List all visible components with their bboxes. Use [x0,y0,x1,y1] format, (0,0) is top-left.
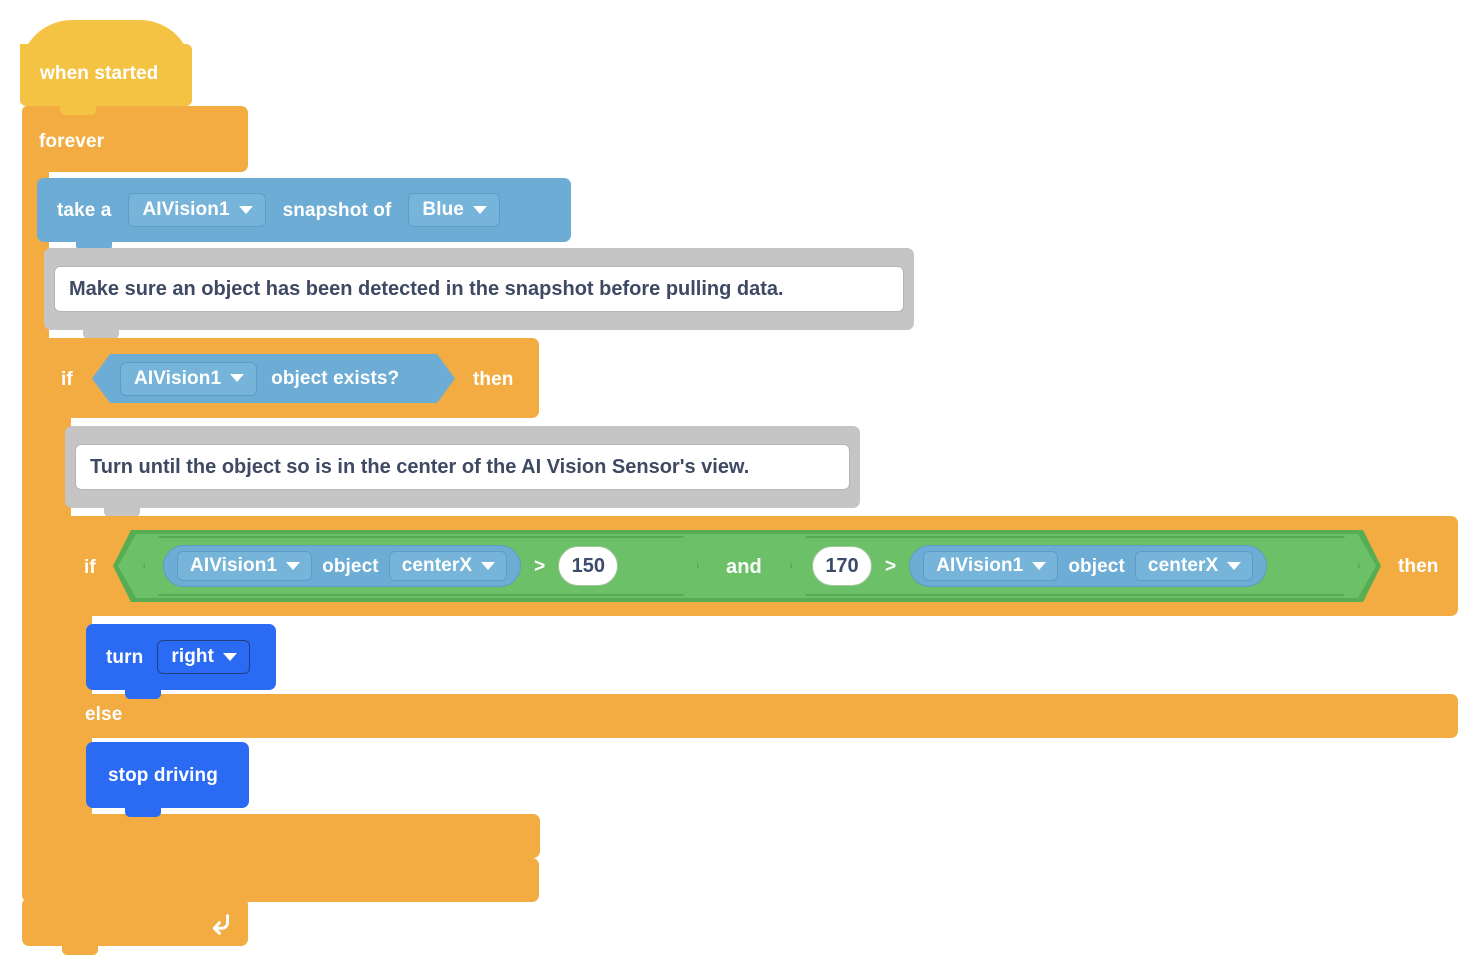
if-center-right-value-input[interactable]: 170 [812,546,872,586]
forever-block-top[interactable] [22,106,248,172]
comment-block-1-textbox[interactable]: Make sure an object has been detected in… [54,266,904,312]
turn-block[interactable]: turn right [86,624,276,690]
if-center-block-bottom-notch [104,856,140,867]
if-center-right-comparator: > [885,555,897,577]
take-snapshot-prefix: take a [57,199,112,221]
if-center-and-label: and [726,556,762,578]
take-snapshot-block[interactable]: take a AIVision1 snapshot of Blue [37,178,571,242]
if-exists-predicate-label: object exists? [271,368,400,389]
when-started-block[interactable] [20,44,192,106]
if-exists-device-dropdown[interactable]: AIVision1 [120,361,258,396]
chevron-down-icon [481,561,496,570]
if-exists-if-label: if [61,369,73,390]
if-center-right-property-value: centerX [1147,555,1219,576]
if-center-block-bottom[interactable] [65,814,540,858]
comment-block-1-notch [83,328,119,339]
stop-driving-label: stop driving [108,764,218,786]
when-started-notch [60,104,96,115]
forever-label: forever [39,131,105,152]
if-exists-block-bottom-notch [83,900,119,911]
comment-block-1-text: Make sure an object has been detected in… [69,278,784,300]
comment-block-2-text: Turn until the object so is in the cente… [90,456,750,478]
take-snapshot-notch [76,240,112,251]
chevron-down-icon [230,374,245,382]
if-center-left-device-dropdown[interactable]: AIVision1 [177,551,313,581]
chevron-down-icon [238,205,253,214]
if-center-then-label: then [1398,556,1439,577]
chevron-down-icon [1227,561,1242,570]
loop-arrow-icon [205,907,235,937]
if-center-left-compare-hex[interactable]: AIVision1 object centerX > 150 [143,536,699,596]
chevron-down-icon [1032,561,1047,570]
if-center-left-property-value: centerX [401,555,473,576]
chevron-down-icon [223,652,238,661]
if-center-else-bar[interactable] [65,694,1458,738]
if-center-right-reporter[interactable]: AIVision1 object centerX [909,545,1268,587]
stop-driving-block[interactable]: stop driving [86,742,249,808]
forever-block-bottom[interactable] [22,898,248,946]
if-center-left-value: 150 [571,555,605,577]
if-center-left-device-value: AIVision1 [190,555,278,576]
if-center-right-compare-hex[interactable]: 170 > AIVision1 object centerX [790,536,1360,596]
turn-direction-value: right [171,646,215,667]
forever-block-bottom-notch [62,944,98,955]
if-exists-then-label: then [473,369,514,390]
if-center-if-label: if [84,557,96,578]
if-center-else-label: else [85,704,123,725]
if-center-left-property-dropdown[interactable]: centerX [388,551,508,581]
take-snapshot-middle: snapshot of [282,199,392,221]
if-center-right-property-dropdown[interactable]: centerX [1134,551,1254,581]
chevron-down-icon [286,561,301,570]
if-center-left-value-input[interactable]: 150 [558,546,619,586]
snapshot-device-value: AIVision1 [142,199,230,220]
snapshot-device-dropdown[interactable]: AIVision1 [128,193,266,227]
chevron-down-icon [472,205,487,214]
if-center-left-object-label: object [322,555,379,577]
snapshot-target-dropdown[interactable]: Blue [408,193,500,227]
if-exists-device-value: AIVision1 [134,367,222,389]
if-center-right-device-value: AIVision1 [936,555,1024,576]
turn-block-notch [125,688,161,699]
when-started-label: when started [40,63,159,84]
if-center-left-comparator: > [534,555,546,577]
turn-label: turn [106,646,144,668]
if-center-left-reporter[interactable]: AIVision1 object centerX [163,545,522,587]
comment-block-2-notch [104,506,140,517]
stop-driving-block-notch [125,806,161,817]
if-exists-condition-hex[interactable]: AIVision1 object exists? [92,354,455,403]
if-center-right-value: 170 [825,555,859,577]
if-center-right-device-dropdown[interactable]: AIVision1 [923,551,1059,581]
snapshot-target-value: Blue [422,199,464,220]
turn-direction-dropdown[interactable]: right [157,640,251,674]
comment-block-2-textbox[interactable]: Turn until the object so is in the cente… [75,444,850,490]
if-center-right-object-label: object [1068,555,1125,577]
